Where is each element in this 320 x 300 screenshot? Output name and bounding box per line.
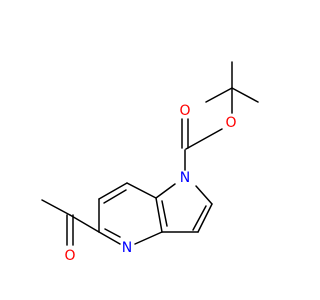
bond-ester-o-to-carbonyl-c [185, 128, 223, 150]
atom-label-n-pyrrole: N [180, 170, 190, 186]
bond-c7-c6-inner [103, 189, 127, 204]
bond-c5-n4-inner [104, 228, 121, 238]
bond-c5-n4 [98, 231, 121, 245]
atom-label-o-carbonyl-boc: O [179, 103, 190, 119]
atom-label-n-pyridine: N [122, 240, 132, 256]
bond-c3a-c7a [155, 197, 163, 233]
bond-c7a-n [155, 183, 176, 199]
bond-acetyl-methyl [41, 199, 71, 216]
atom-label-o-acetyl: O [64, 248, 75, 264]
bond-tbu-methyl-left [205, 87, 233, 103]
molecule-structure: O O N N O [41, 61, 259, 264]
bond-tbu-methyl-right [231, 87, 259, 103]
bond-c7a-c7 [126, 182, 157, 199]
bond-n-to-c2 [195, 185, 213, 205]
bond-n4-c3a [134, 231, 163, 245]
atom-label-o-ester: O [225, 115, 236, 131]
bond-c5-acetyl-c [69, 214, 100, 233]
bond-c2-c3-a [197, 203, 213, 233]
bond-c3a-c7a-inner [161, 200, 168, 227]
bond-c7-c6 [98, 182, 128, 200]
bond-c2-c3-b [192, 205, 207, 231]
